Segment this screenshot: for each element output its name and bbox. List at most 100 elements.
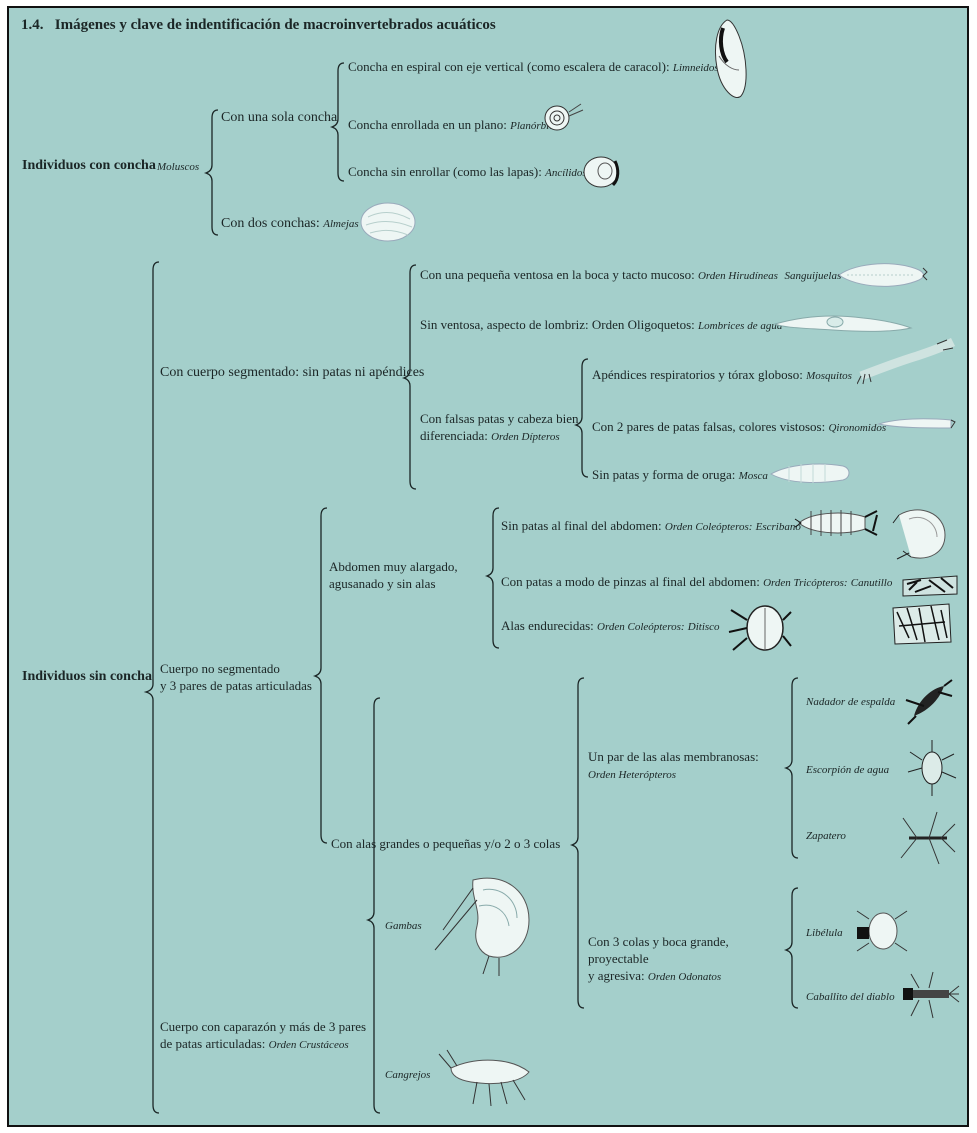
canutillo-case-illustration bbox=[902, 575, 958, 597]
quironomidos-text: Con 2 pares de patas falsas, colores vis… bbox=[592, 419, 826, 434]
odonatos-label-2: y agresiva: bbox=[588, 968, 645, 983]
label-cuerpo-segmentado: Con cuerpo segmentado: sin patas ni apén… bbox=[160, 365, 425, 380]
bracket-dipteros bbox=[573, 358, 589, 478]
item-zapatero: Zapatero bbox=[806, 830, 846, 842]
ancilidos-name: Ancílidos bbox=[545, 167, 587, 179]
limneidos-name: Limneidos bbox=[672, 62, 719, 74]
canutillo-order: Orden Tricópteros: bbox=[763, 577, 848, 589]
bracket-heteropteros bbox=[783, 677, 799, 859]
hirudineas-name: Sanguijuelas bbox=[784, 270, 842, 282]
almejas-shell-illustration bbox=[360, 202, 416, 242]
label-caparazon: Cuerpo con caparazón y más de 3 pares de … bbox=[160, 1018, 370, 1054]
ditisco-name: Ditisco bbox=[687, 621, 720, 633]
almejas-name: Almejas bbox=[323, 218, 359, 230]
abdomen-label-1: Abdomen muy alargado, bbox=[329, 559, 458, 574]
crustaceos-order: Orden Crustáceos bbox=[268, 1039, 349, 1051]
hirudineas-order: Orden Hirudíneas bbox=[697, 270, 778, 282]
ditisco-illustration bbox=[728, 605, 792, 651]
item-planorbidos: Concha enrollada en un plano: Planórbido… bbox=[348, 116, 565, 135]
item-libelula: Libélula bbox=[806, 927, 843, 939]
label-abdomen: Abdomen muy alargado,agusanado y sin ala… bbox=[329, 558, 489, 592]
item-caballito: Caballito del diablo bbox=[806, 991, 895, 1003]
bracket-moluscos bbox=[203, 109, 219, 236]
bracket-odonatos bbox=[783, 887, 799, 1009]
title-text: Imágenes y clave de indentificación de m… bbox=[54, 17, 496, 33]
item-quironomidos: Con 2 pares de patas falsas, colores vis… bbox=[592, 418, 886, 437]
bracket-alas bbox=[569, 677, 585, 1009]
title-number: 1.4. bbox=[21, 17, 44, 33]
canutillo-case-2-illustration bbox=[892, 603, 952, 645]
heteropteros-label: Un par de las alas membranosas: bbox=[588, 749, 759, 764]
lombriz-illustration bbox=[773, 315, 913, 332]
libelula-larva-illustration bbox=[856, 910, 908, 952]
zapatero-illustration bbox=[900, 811, 956, 865]
item-mosca: Sin patas y forma de oruga: Mosca bbox=[592, 466, 768, 485]
dipteros-label-1: Con falsas patas y cabeza bien bbox=[420, 411, 579, 426]
no-segmentado-label-1: Cuerpo no segmentado bbox=[160, 661, 280, 676]
planorbidos-shell-illustration bbox=[544, 103, 584, 131]
label-individuos-con-concha: Individuos con concha bbox=[22, 158, 156, 173]
bracket-una-sola-concha bbox=[329, 62, 345, 182]
caparazon-label-2: de patas articuladas: bbox=[160, 1036, 266, 1051]
title: 1.4. Imágenes y clave de indentificación… bbox=[21, 17, 496, 34]
limneidos-text: Concha en espiral con eje vertical (como… bbox=[348, 59, 670, 74]
mosca-name: Mosca bbox=[738, 470, 768, 482]
label-moluscos: Moluscos bbox=[157, 161, 200, 173]
item-mosquitos: Apéndices respiratorios y tórax globoso:… bbox=[592, 366, 852, 385]
gamba-illustration bbox=[434, 877, 530, 976]
mosquito-larva-illustration bbox=[857, 338, 956, 385]
escribano-illustration bbox=[794, 510, 878, 536]
item-escribano: Sin patas al final del abdomen: Orden Co… bbox=[501, 517, 801, 536]
label-odonatos: Con 3 colas y boca grande, proyectable y … bbox=[588, 933, 788, 986]
item-ditisco: Alas endurecidas: Orden Coleópteros: Dit… bbox=[501, 617, 720, 636]
nadador-illustration bbox=[905, 679, 953, 725]
item-canutillo: Con patas a modo de pinzas al final del … bbox=[501, 573, 892, 592]
bracket-lines bbox=[143, 62, 799, 1114]
mosquitos-text: Apéndices respiratorios y tórax globoso: bbox=[592, 367, 803, 382]
item-gambas: Gambas bbox=[385, 920, 422, 932]
canutillo-name: Canutillo bbox=[850, 577, 893, 589]
dipteros-order: Orden Dípteros bbox=[491, 431, 560, 443]
heteropteros-order: Orden Heterópteros bbox=[588, 769, 677, 781]
escribano-order: Orden Coleópteros: bbox=[664, 521, 753, 533]
ancilidos-shell-illustration bbox=[583, 156, 620, 188]
bracket-sin-concha bbox=[143, 261, 160, 1114]
ancilidos-text: Concha sin enrollar (como las lapas): bbox=[348, 164, 542, 179]
ditisco-order: Orden Coleópteros: bbox=[597, 621, 685, 633]
item-oligoquetos: Sin ventosa, aspecto de lombriz: Orden O… bbox=[420, 316, 782, 335]
item-hirudineas: Con una pequeña ventosa en la boca y tac… bbox=[420, 266, 841, 285]
no-segmentado-label-2: y 3 pares de patas articuladas bbox=[160, 678, 312, 693]
planorbidos-text: Concha enrollada en un plano: bbox=[348, 117, 507, 132]
label-alas: Con alas grandes o pequeñas y/o 2 o 3 co… bbox=[331, 836, 561, 851]
label-cuerpo-no-segmentado: Cuerpo no segmentado y 3 pares de patas a… bbox=[160, 660, 320, 694]
quironomido-illustration bbox=[877, 418, 956, 429]
canutillo-text: Con patas a modo de pinzas al final del … bbox=[501, 574, 760, 589]
oligoquetos-text: Sin ventosa, aspecto de lombriz: bbox=[420, 317, 589, 332]
escribano-text: Sin patas al final del abdomen: bbox=[501, 518, 662, 533]
bracket-crustaceos bbox=[365, 697, 381, 1114]
bracket-abdomen bbox=[484, 507, 500, 649]
hirudineas-text: Con una pequeña ventosa en la boca y tac… bbox=[420, 267, 695, 282]
dipteros-label-2: diferenciada: bbox=[420, 428, 488, 443]
oligoquetos-order: Orden Oligoquetos: bbox=[591, 317, 695, 332]
item-limneidos: Concha en espiral con eje vertical (como… bbox=[348, 58, 719, 77]
item-escorpion: Escorpión de agua bbox=[806, 764, 890, 776]
escribano-name: Escribano bbox=[755, 521, 801, 533]
sanguijuela-illustration bbox=[838, 263, 928, 287]
quironomidos-name: Qironomidos bbox=[828, 422, 887, 434]
caparazon-label-1: Cuerpo con caparazón y más de 3 pares bbox=[160, 1019, 367, 1034]
item-almejas: Con dos conchas: Almejas bbox=[221, 215, 359, 233]
mosca-larva-illustration bbox=[769, 463, 850, 483]
label-dipteros: Con falsas patas y cabeza bien diferencia… bbox=[420, 410, 580, 446]
odonatos-label-1: Con 3 colas y boca grande, proyectable bbox=[588, 934, 729, 966]
mosquitos-name: Mosquitos bbox=[806, 370, 852, 382]
label-una-sola-concha: Con una sola concha bbox=[221, 110, 338, 125]
escorpion-illustration bbox=[907, 740, 957, 796]
limneidos-shell-illustration bbox=[714, 19, 747, 98]
bracket-segmentado bbox=[401, 264, 417, 490]
label-individuos-sin-concha: Individuos sin concha bbox=[22, 669, 152, 684]
item-ancilidos: Concha sin enrollar (como las lapas): An… bbox=[348, 163, 587, 182]
bracket-no-segmentado bbox=[312, 507, 328, 844]
mosca-text: Sin patas y forma de oruga: bbox=[592, 467, 736, 482]
ditisco-text: Alas endurecidas: bbox=[501, 618, 594, 633]
